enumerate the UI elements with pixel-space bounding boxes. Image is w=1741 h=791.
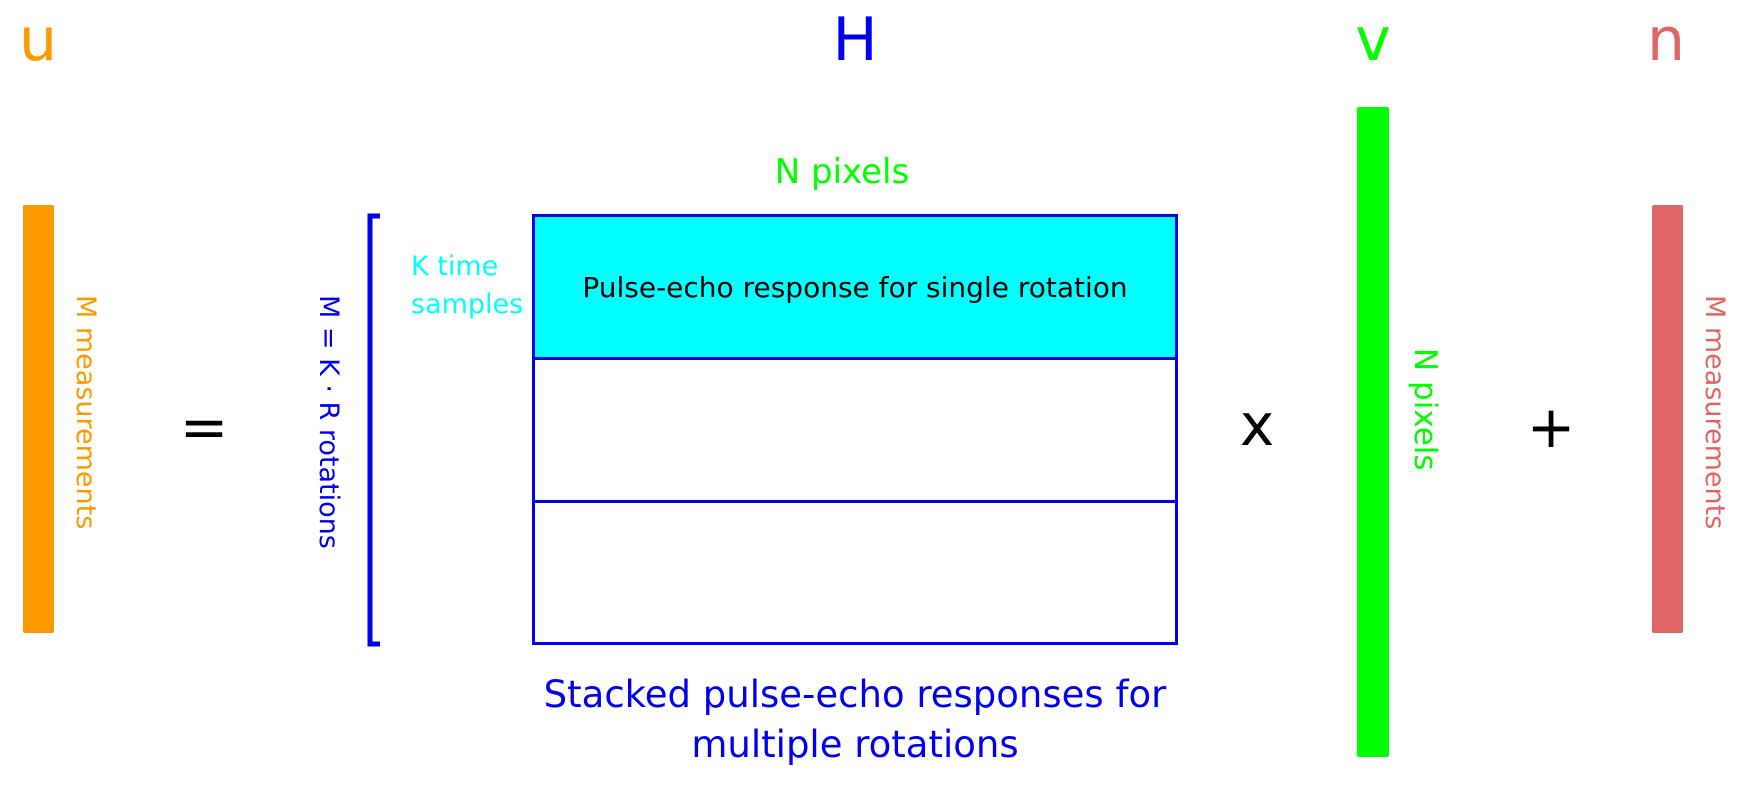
h-matrix-bracket: [367, 213, 380, 647]
symbol-h: H: [832, 5, 878, 75]
h-rows-label: M = K · R rotations: [313, 295, 344, 549]
n-dimension-label: M measurements: [1699, 295, 1730, 530]
equals-operator: =: [179, 393, 229, 461]
u-dimension-label: M measurements: [70, 295, 101, 530]
h-matrix-row-3: [532, 500, 1178, 645]
h-matrix-row-1: Pulse-echo response for single rotation: [532, 214, 1178, 360]
k-time-samples-line2: samples: [411, 289, 524, 320]
h-matrix-row-2: [532, 357, 1178, 503]
caption-line-1: Stacked pulse-echo responses for: [543, 673, 1167, 716]
caption-line-2: multiple rotations: [691, 723, 1019, 766]
times-operator: x: [1239, 391, 1275, 459]
k-time-samples-line1: K time: [411, 251, 499, 282]
plus-operator: +: [1526, 393, 1576, 461]
symbol-v: v: [1355, 5, 1391, 75]
first-row-label: Pulse-echo response for single rotation: [582, 270, 1128, 304]
symbol-u: u: [18, 5, 58, 75]
h-matrix-caption: Stacked pulse-echo responses for multipl…: [544, 670, 1167, 770]
v-dimension-label: N pixels: [1407, 348, 1443, 471]
k-time-samples-label: K time samples: [411, 248, 523, 324]
h-columns-label: N pixels: [774, 152, 910, 192]
u-vector-bar: [23, 205, 54, 633]
v-vector-bar: [1357, 107, 1389, 757]
symbol-n: n: [1646, 5, 1686, 75]
n-vector-bar: [1652, 205, 1683, 633]
